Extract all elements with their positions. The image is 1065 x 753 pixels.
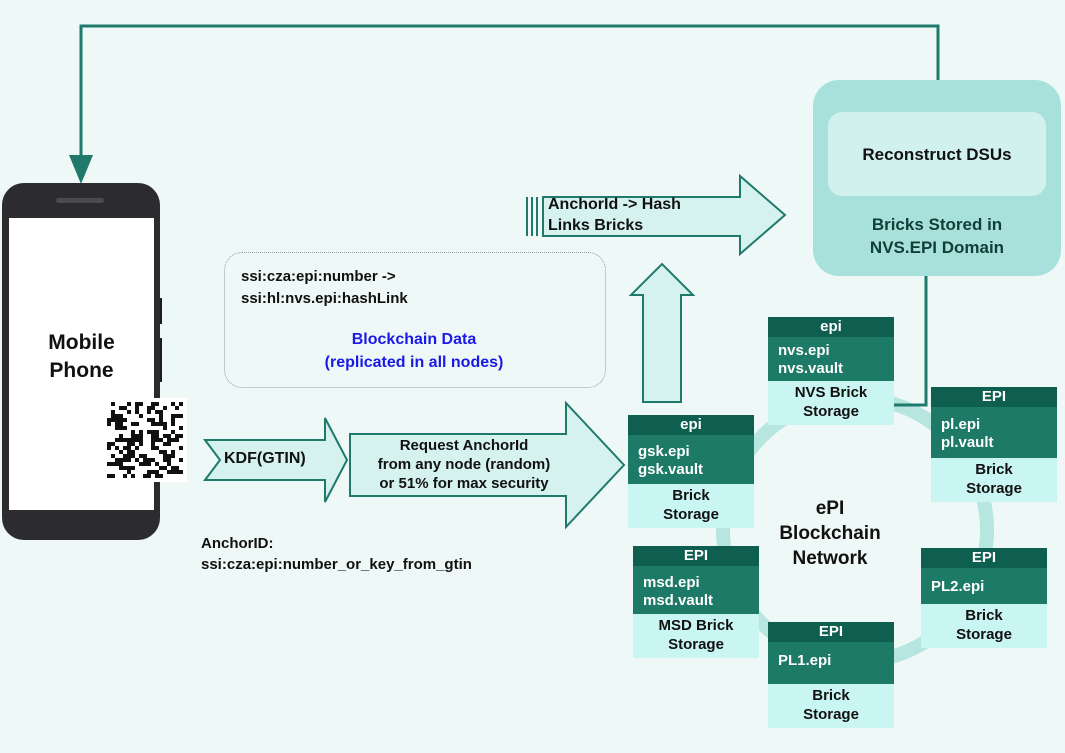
node-body-line: PL1.epi [778,652,832,669]
domain-bricks-line1: Bricks Stored in [871,215,1003,234]
blockchain-title-line2: (replicated in all nodes) [324,354,504,371]
request-line2: from any node (random) [377,456,551,473]
kdf-arrow [203,417,349,503]
phone-label-line2: Phone [49,359,114,382]
domain-node-connector [894,276,928,407]
request-line1: Request AnchorId [399,437,529,454]
node-header: EPI [633,546,759,566]
phone-side-button [158,298,162,324]
node-footer-line: Brick [672,487,710,504]
node-footer-line: Brick [965,607,1003,624]
node-body-line: nvs.epi [778,342,830,359]
node-footer: Brick Storage [921,604,1047,648]
node-footer: Brick Storage [768,684,894,728]
node-pl: EPI pl.epi pl.vault Brick Storage [931,387,1057,502]
network-label-line1: ePI [815,498,845,519]
node-footer-line: Storage [956,626,1012,643]
node-nvs: epi nvs.epi nvs.vault NVS Brick Storage [768,317,894,425]
node-footer-line: Brick [975,461,1013,478]
hash-link-arrow [542,173,787,257]
network-label-line2: Blockchain [779,523,881,544]
blockchain-data-box [224,252,606,388]
hash-arrow-line1: AnchorId -> Hash [548,196,681,213]
blockchain-line1: ssi:cza:epi:number -> [241,268,396,285]
anchor-id-line1: AnchorID: [201,535,274,552]
node-footer-line: MSD Brick [658,617,734,634]
node-footer-line: Storage [803,403,859,420]
up-arrow [628,262,696,403]
phone-speaker [56,198,104,203]
node-footer: NVS Brick Storage [768,381,894,425]
node-footer-line: Brick [812,687,850,704]
node-header: EPI [921,548,1047,568]
node-footer: Brick Storage [931,458,1057,502]
request-line3: or 51% for max security [379,475,549,492]
node-body-line: pl.epi [941,416,981,433]
node-pl2: EPI PL2.epi Brick Storage [921,548,1047,648]
node-body-line: PL2.epi [931,578,985,595]
hash-arrow-line2: Links Bricks [548,217,644,234]
node-body: gsk.epi gsk.vault [628,435,754,484]
node-header: epi [628,415,754,435]
node-gsk: epi gsk.epi gsk.vault Brick Storage [628,415,754,528]
node-footer-line: NVS Brick [794,384,868,401]
node-body: nvs.epi nvs.vault [768,337,894,381]
phone-label-line1: Mobile [48,331,115,354]
reconstruct-box [828,112,1046,196]
node-body-line: pl.vault [941,434,994,451]
node-footer: Brick Storage [628,484,754,528]
node-body-line: gsk.vault [638,461,704,478]
node-header: EPI [768,622,894,642]
node-footer: MSD Brick Storage [633,614,759,658]
node-body: pl.epi pl.vault [931,407,1057,458]
node-pl1: EPI PL1.epi Brick Storage [768,622,894,728]
network-label-line3: Network [792,548,868,569]
qr-code-icon [103,398,187,482]
node-footer-line: Storage [668,636,724,653]
reconstruct-label: Reconstruct DSUs [862,145,1012,164]
node-header: EPI [931,387,1057,407]
phone-side-button [158,338,162,382]
feedback-arrowhead [69,155,93,184]
node-body-line: gsk.epi [638,443,690,460]
node-body-line: msd.vault [643,592,714,609]
node-body: PL1.epi [768,642,894,684]
node-body: msd.epi msd.vault [633,566,759,614]
node-header: epi [768,317,894,337]
node-footer-line: Storage [803,706,859,723]
kdf-label: KDF(GTIN) [224,450,306,467]
node-body: PL2.epi [921,568,1047,604]
node-footer-line: Storage [966,480,1022,497]
anchor-id-line2: ssi:cza:epi:number_or_key_from_gtin [201,556,472,573]
request-arrow [349,400,626,530]
blockchain-title-line1: Blockchain Data [351,331,477,348]
node-msd: EPI msd.epi msd.vault MSD Brick Storage [633,546,759,658]
node-body-line: msd.epi [643,574,700,591]
feedback-connector [79,24,940,165]
node-footer-line: Storage [663,506,719,523]
node-body-line: nvs.vault [778,360,844,377]
domain-bricks-line2: NVS.EPI Domain [869,238,1005,257]
blockchain-line2: ssi:hl:nvs.epi:hashLink [241,290,408,307]
